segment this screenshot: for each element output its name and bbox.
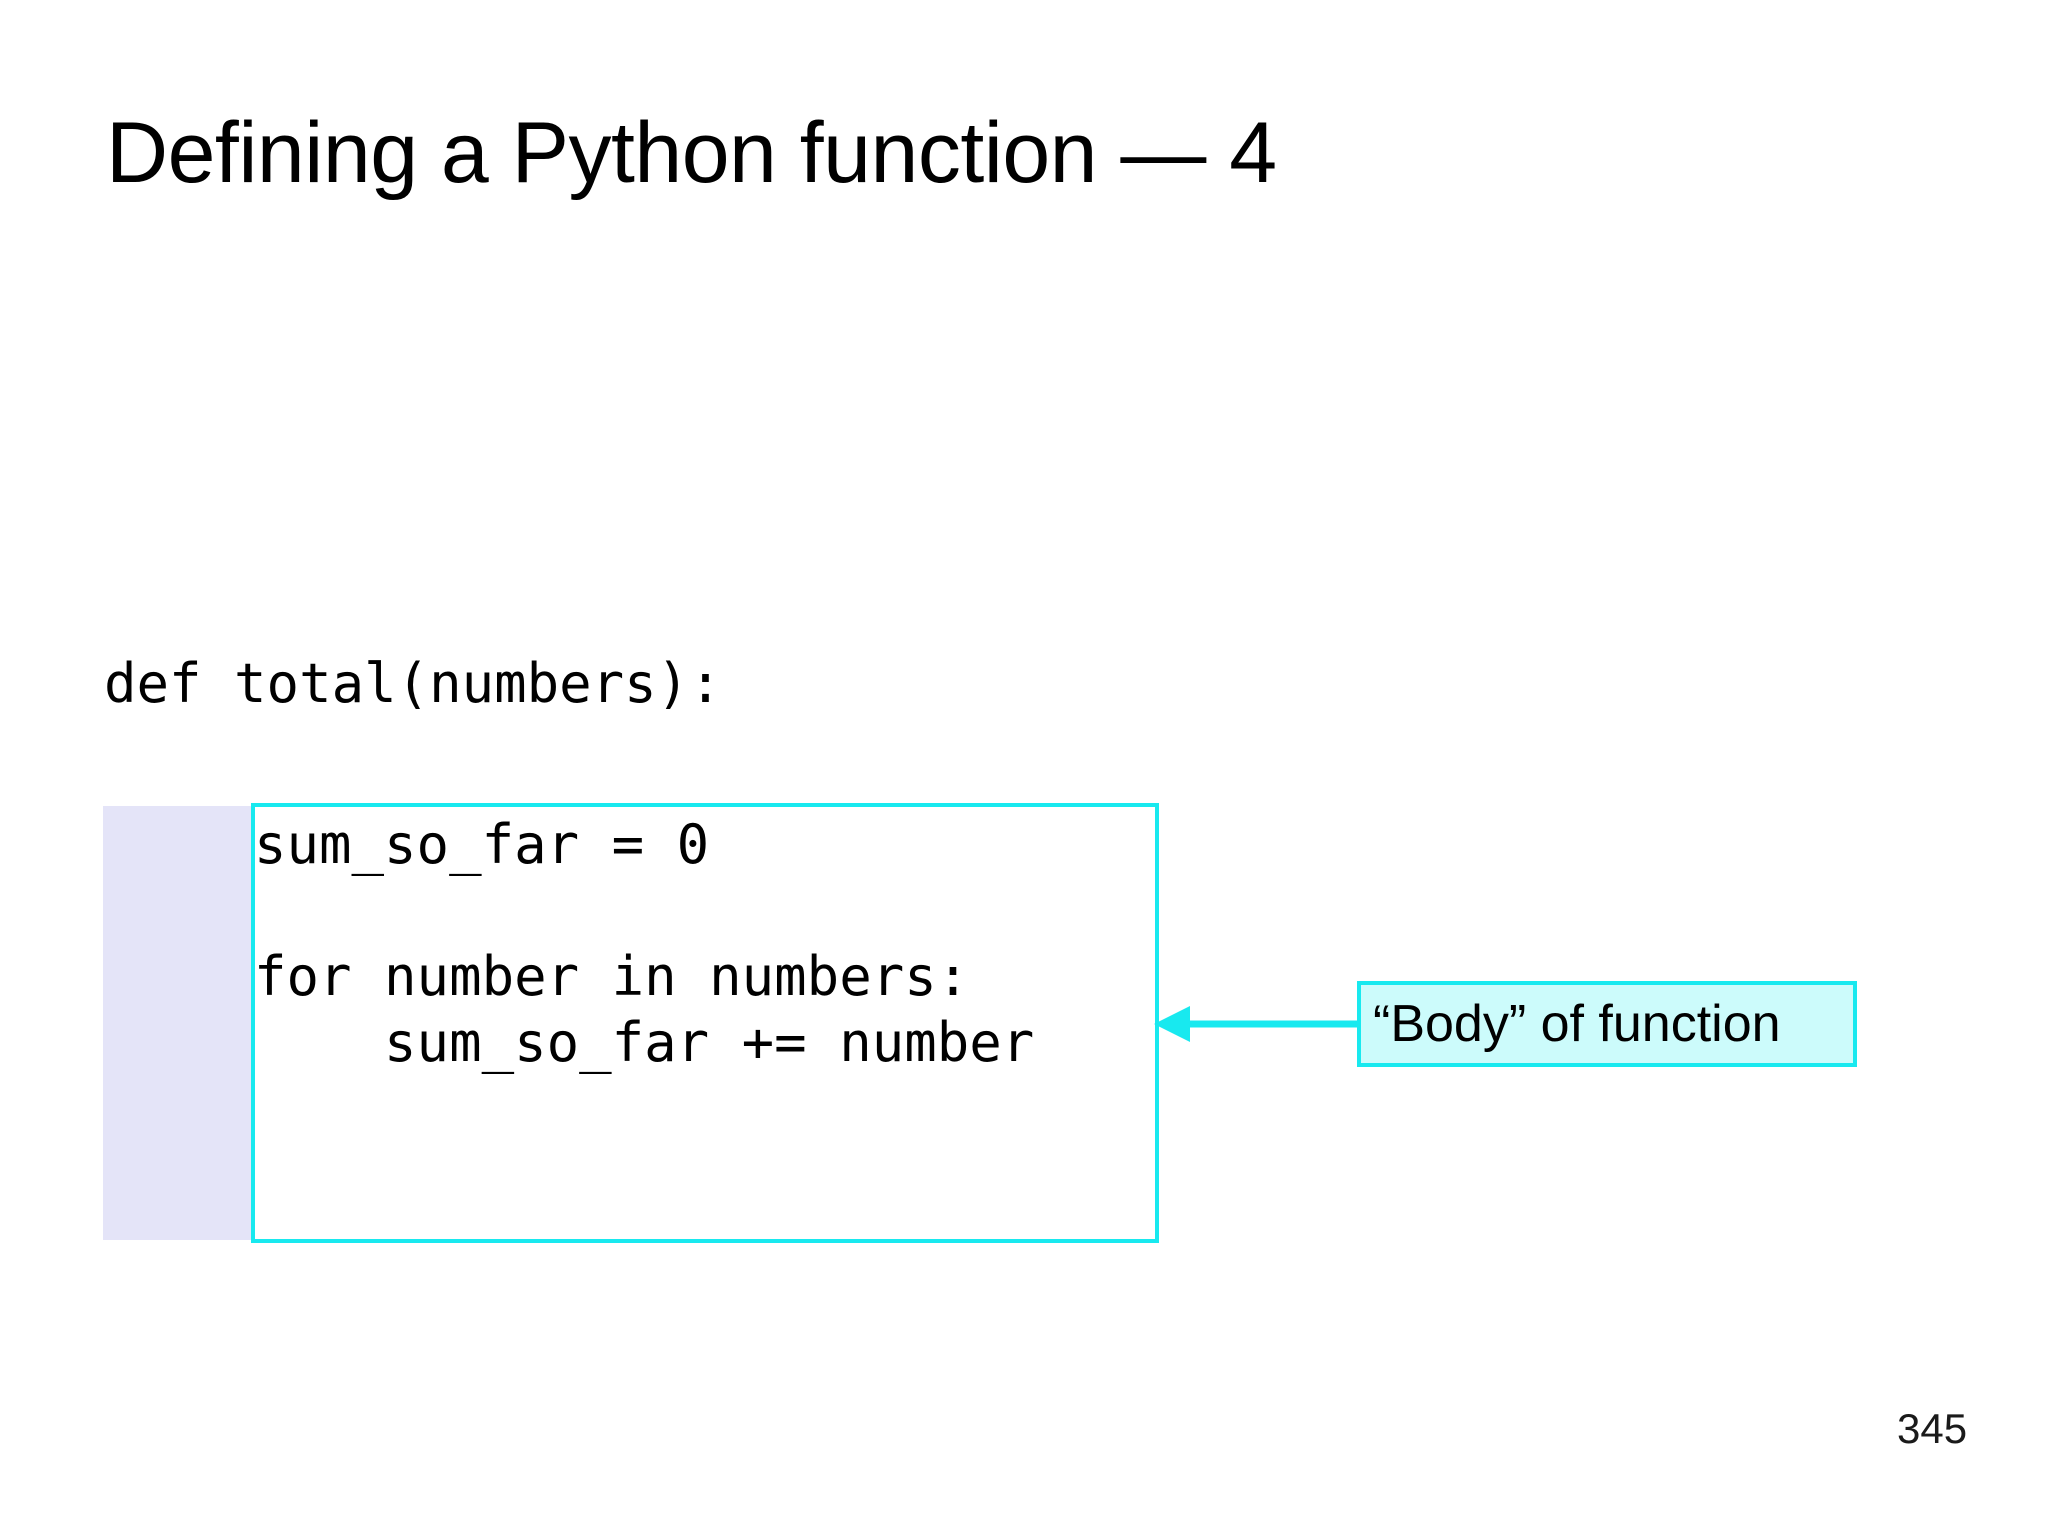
- page-number: 345: [1897, 1405, 1968, 1452]
- code-body-block: sum_so_far = 0 for number in numbers: su…: [254, 813, 1035, 1074]
- indentation-highlight-block: [103, 806, 251, 1240]
- callout-connector-arrow-icon: [1154, 1006, 1365, 1042]
- callout-label: “Body” of function: [1373, 995, 1781, 1053]
- code-signature-line: def total(numbers):: [104, 652, 722, 715]
- page-title: Defining a Python function — 4: [106, 105, 1277, 201]
- callout-body-of-function: “Body” of function: [1357, 981, 1857, 1067]
